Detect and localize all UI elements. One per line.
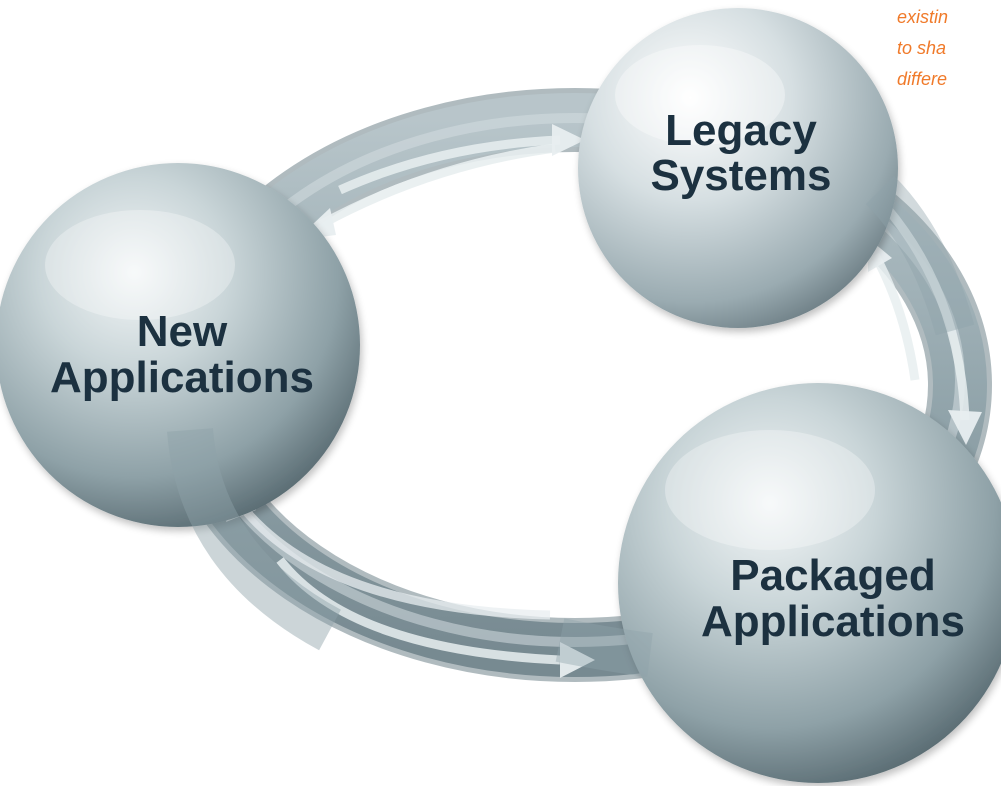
sphere-packaged-applications [618, 383, 1001, 783]
packaged-label-line2: Applications [701, 597, 965, 646]
arrow-new-to-packaged [276, 557, 595, 678]
packaged-label-line1: Packaged [730, 551, 935, 600]
sphere-new-applications [0, 163, 360, 527]
arrow-new-to-legacy [338, 124, 585, 195]
caption-line: to sha [897, 38, 947, 58]
caption-line: existin [897, 7, 949, 27]
new-apps-label-line2: Applications [50, 353, 314, 402]
ring-front-segments [167, 175, 975, 677]
new-apps-label-line1: New [137, 307, 228, 356]
caption-line: differe [897, 69, 948, 89]
sphere-legacy-systems [578, 8, 898, 328]
legacy-label-line2: Systems [650, 151, 831, 200]
corner-caption: existin to sha differe [897, 2, 1001, 95]
arrow-legacy-to-packaged [876, 197, 982, 445]
legacy-label-line1: Legacy [665, 106, 817, 155]
